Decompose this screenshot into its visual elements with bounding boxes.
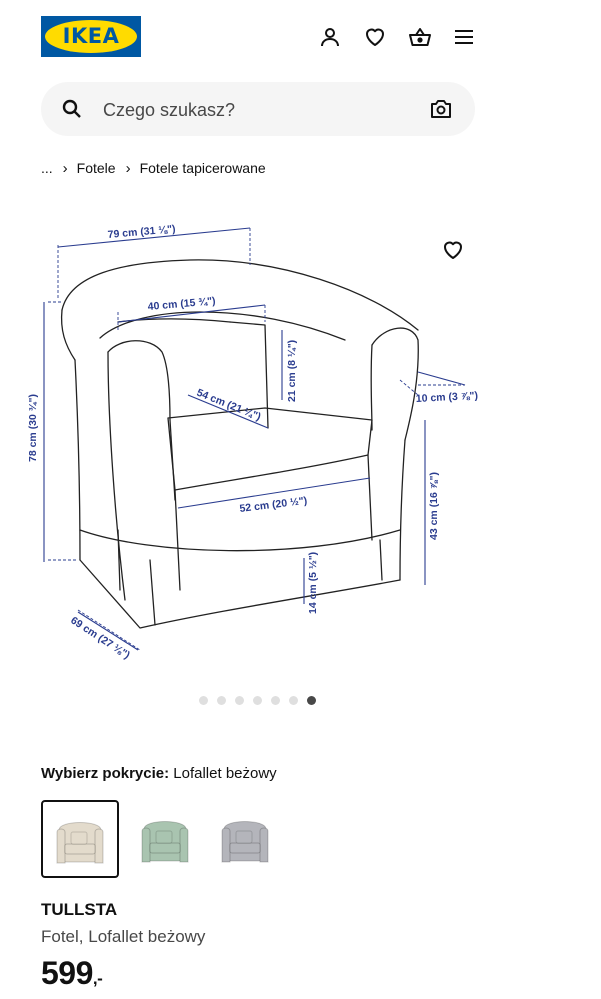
- search-input[interactable]: [101, 82, 405, 138]
- product-description: Fotel, Lofallet beżowy: [41, 927, 206, 946]
- menu-icon[interactable]: [452, 25, 476, 49]
- dimension-arm-width: 10 cm (3 ⅞"): [416, 390, 479, 405]
- dimension-seat-width: 52 cm (20 ½"): [239, 495, 308, 515]
- dimension-back-height: 21 cm (8 ¼"): [286, 340, 298, 402]
- cover-value: Lofallet beżowy: [173, 765, 277, 782]
- camera-icon[interactable]: [429, 97, 453, 121]
- dimension-drawing: 79 cm (31 ⅛") 40 cm (15 ¾") 21 cm (8 ¼")…: [27, 223, 479, 661]
- chevron-right-icon: ›: [125, 159, 131, 177]
- ikea-logo[interactable]: IKEA: [41, 16, 141, 57]
- dimension-depth: 69 cm (27 ⅛"): [68, 614, 132, 661]
- logo-oval: IKEA: [45, 20, 137, 53]
- breadcrumb: ... › Fotele › Fotele tapicerowane: [41, 158, 266, 178]
- add-to-favourites-heart-icon[interactable]: [441, 238, 465, 262]
- carousel-dot[interactable]: [199, 696, 208, 705]
- cover-swatch-grey[interactable]: [208, 801, 282, 875]
- header: IKEA: [0, 0, 601, 76]
- chevron-right-icon: ›: [62, 159, 68, 177]
- dimension-seat-depth: 54 cm (21 ¼"): [195, 387, 263, 424]
- cover-swatch-beige[interactable]: [41, 800, 119, 878]
- carousel-dot[interactable]: [235, 696, 244, 705]
- search-icon[interactable]: [60, 97, 84, 121]
- cover-label: Wybierz pokrycie:: [41, 765, 170, 782]
- heart-icon[interactable]: [363, 25, 387, 49]
- dimension-skirt-height: 14 cm (5 ½"): [307, 552, 319, 614]
- armchair-thumbnail: [221, 821, 269, 863]
- price-suffix: ,-: [92, 969, 103, 988]
- carousel-indicator: [199, 696, 316, 705]
- user-icon[interactable]: [318, 25, 342, 49]
- breadcrumb-fotele[interactable]: Fotele: [76, 160, 116, 176]
- cover-selection-label: Wybierz pokrycie: Lofallet beżowy: [41, 765, 277, 782]
- carousel-dot[interactable]: [253, 696, 262, 705]
- price-value: 599: [41, 955, 93, 991]
- swatch-chair: [141, 821, 189, 863]
- basket-icon[interactable]: [408, 25, 432, 49]
- carousel-dot-active[interactable]: [307, 696, 316, 705]
- logo-text: IKEA: [62, 24, 120, 48]
- dimension-width: 79 cm (31 ⅛"): [107, 223, 176, 241]
- swatch-chair: [56, 822, 104, 864]
- carousel-dot[interactable]: [217, 696, 226, 705]
- breadcrumb-fotele-tapicerowane[interactable]: Fotele tapicerowane: [139, 160, 266, 176]
- carousel-dot[interactable]: [271, 696, 280, 705]
- product-image-gallery[interactable]: 79 cm (31 ⅛") 40 cm (15 ¾") 21 cm (8 ¼")…: [0, 196, 601, 696]
- dimension-height: 78 cm (30 ¾"): [27, 394, 39, 462]
- armchair-thumbnail: [141, 821, 189, 863]
- carousel-dot[interactable]: [289, 696, 298, 705]
- cover-swatch-green[interactable]: [128, 801, 202, 875]
- dimension-seat-height: 43 cm (16 ⅞"): [428, 472, 440, 540]
- breadcrumb-ellipsis[interactable]: ...: [41, 160, 53, 176]
- swatch-chair: [221, 821, 269, 863]
- search-bar[interactable]: [41, 82, 475, 138]
- product-name: TULLSTA: [41, 900, 118, 919]
- product-price: 599,-: [41, 955, 103, 992]
- dimension-inner-width: 40 cm (15 ¾"): [147, 295, 216, 313]
- armchair-thumbnail: [56, 822, 104, 864]
